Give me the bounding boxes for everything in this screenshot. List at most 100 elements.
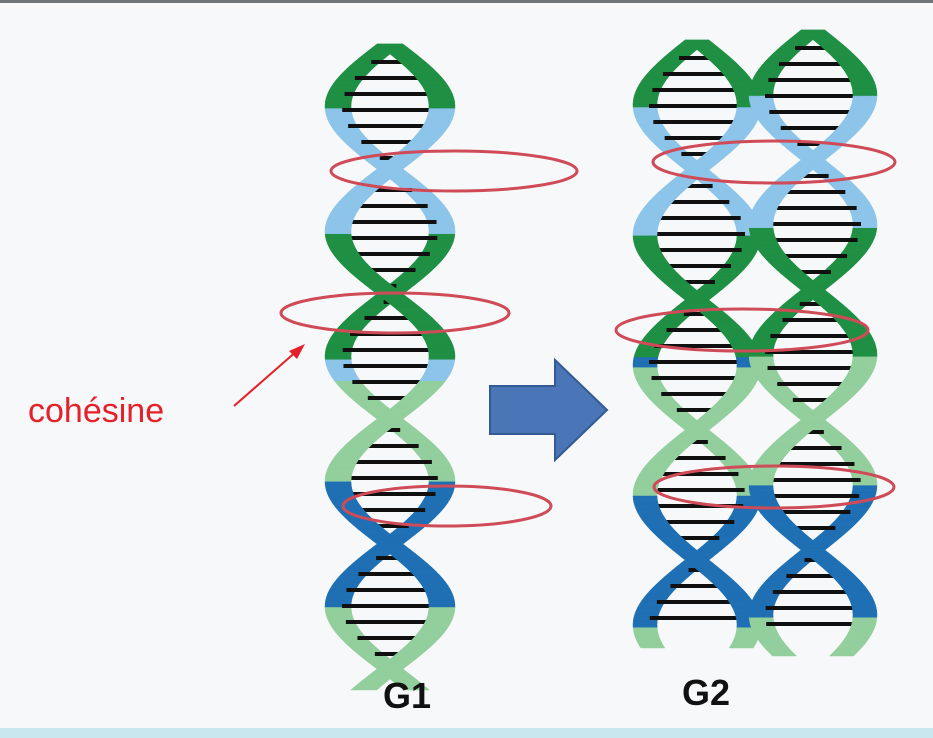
strand-front-segment: [406, 140, 438, 145]
strand-front-segment: [834, 579, 863, 584]
strand-front-segment: [410, 137, 441, 142]
strand-front-segment: [730, 640, 758, 645]
strand-front-segment: [654, 451, 684, 456]
strand-front-segment: [766, 520, 795, 525]
strand-back-segment: [423, 244, 453, 249]
strand-front-segment: [663, 543, 694, 547]
strand-front-segment: [333, 255, 364, 260]
strand-front-segment: [331, 456, 362, 461]
strand-front-segment: [714, 401, 743, 406]
strand-front-segment: [369, 420, 402, 425]
strand-front-segment: [325, 223, 353, 228]
strand-front-segment: [751, 499, 779, 504]
strand-front-segment: [848, 78, 875, 83]
strand-front-segment: [793, 544, 824, 549]
strand-front-segment: [636, 475, 663, 480]
strand-front-segment: [694, 418, 725, 422]
strand-front-segment: [759, 252, 788, 257]
strand-front-segment: [748, 217, 775, 222]
strand-front-segment: [424, 617, 454, 623]
strand-front-segment: [750, 234, 777, 239]
strand-front-segment: [665, 441, 695, 446]
strand-front-segment: [796, 419, 827, 424]
strand-front-segment: [652, 532, 682, 537]
strand-front-segment: [833, 387, 862, 392]
strand-back-segment: [755, 328, 784, 333]
strand-front-segment: [810, 297, 840, 302]
strand-front-segment: [776, 175, 806, 180]
strand-back-segment: [331, 582, 361, 587]
strand-front-segment: [354, 682, 386, 687]
strand-back-segment: [423, 463, 453, 468]
strand-back-segment: [643, 333, 672, 338]
strand-back-segment: [324, 352, 352, 357]
strand-front-segment: [370, 539, 403, 544]
strand-front-segment: [727, 340, 755, 345]
strand-back-segment: [348, 646, 381, 651]
strand-front-segment: [848, 627, 875, 632]
strand-back-segment: [632, 107, 658, 112]
strand-front-segment: [719, 70, 748, 75]
strand-front-segment: [652, 272, 682, 277]
strand-back-segment: [751, 596, 779, 601]
strand-front-segment: [329, 460, 359, 465]
strand-front-segment: [651, 195, 680, 200]
strand-front-segment: [720, 394, 749, 399]
strand-front-segment: [422, 621, 452, 626]
strand-back-segment: [343, 567, 375, 572]
strand-front-segment: [852, 610, 878, 615]
strand-back-segment: [763, 579, 792, 584]
strand-front-segment: [424, 90, 453, 95]
strand-front-segment: [805, 412, 836, 417]
strand-front-segment: [661, 445, 691, 449]
strand-front-segment: [690, 421, 721, 426]
strand-front-segment: [665, 181, 695, 186]
strand-front-segment: [427, 348, 456, 353]
strand-front-segment: [802, 551, 833, 556]
strand-back-segment: [659, 576, 689, 581]
strand-front-segment: [348, 187, 381, 192]
strand-back-segment: [411, 198, 442, 203]
strand-back-segment: [748, 614, 774, 618]
strand-front-segment: [412, 384, 443, 389]
strand-back-segment: [651, 401, 680, 406]
strand-front-segment: [842, 68, 870, 72]
strand-front-segment: [347, 438, 379, 443]
strand-back-segment: [633, 114, 660, 118]
strand-front-segment: [381, 661, 414, 666]
strand-front-segment: [773, 527, 803, 532]
strand-front-segment: [340, 445, 372, 450]
strand-front-segment: [851, 85, 877, 90]
strand-front-segment: [704, 56, 735, 61]
strand-front-segment: [810, 147, 841, 152]
strand-front-segment: [818, 304, 848, 309]
strand-back-segment: [416, 255, 447, 260]
strand-back-segment: [423, 495, 452, 501]
strand-front-segment: [698, 414, 729, 419]
strand-front-segment: [407, 68, 438, 73]
strand-back-segment: [426, 470, 455, 475]
strand-back-segment: [749, 102, 776, 107]
strand-front-segment: [847, 370, 874, 375]
strand-front-segment: [390, 653, 423, 658]
strand-front-segment: [656, 536, 686, 541]
strand-front-segment: [660, 539, 690, 544]
strand-back-segment: [755, 116, 783, 121]
strand-back-segment: [332, 79, 363, 84]
strand-front-segment: [765, 447, 794, 452]
strand-front-segment: [697, 570, 727, 574]
strand-front-segment: [423, 589, 453, 594]
strand-back-segment: [727, 516, 755, 520]
strand-front-segment: [817, 43, 847, 48]
strand-front-segment: [667, 546, 698, 551]
strand-front-segment: [800, 29, 831, 34]
strand-back-segment: [346, 564, 379, 569]
strand-front-segment: [762, 255, 791, 260]
strand-back-segment: [812, 276, 842, 281]
strand-back-segment: [638, 644, 666, 649]
strand-front-segment: [324, 485, 353, 490]
cohesin-ring: [279, 291, 511, 335]
strand-front-segment: [765, 259, 795, 264]
strand-front-segment: [748, 221, 774, 226]
